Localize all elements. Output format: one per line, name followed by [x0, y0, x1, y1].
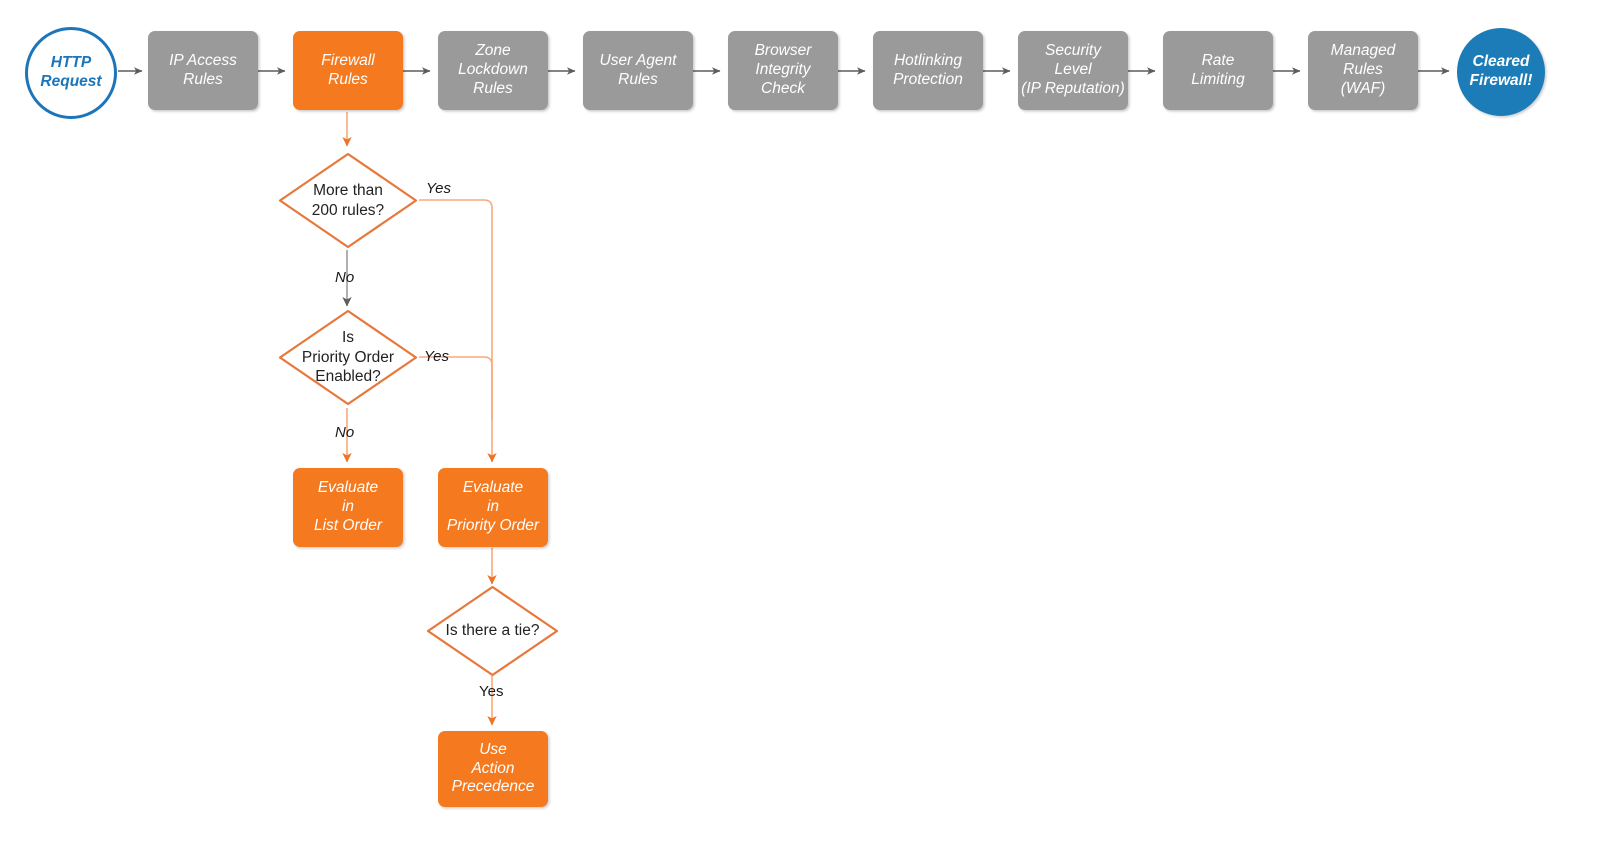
diamond-shape — [426, 585, 559, 677]
decision-1-yes-label: Yes — [426, 180, 452, 197]
user-agent-rules-node[interactable]: User Agent Rules — [583, 31, 693, 110]
evaluate-in-priority-order-label: Evaluate in Priority Order — [446, 479, 540, 534]
decision-is-priority-order-enabled[interactable]: Is Priority Order Enabled? — [278, 309, 418, 406]
firewall-rules-label: Firewall Rules — [321, 51, 375, 88]
evaluate-in-list-order-node[interactable]: Evaluate in List Order — [293, 468, 403, 547]
use-action-precedence-node[interactable]: Use Action Precedence — [438, 731, 548, 807]
browser-integrity-check-node[interactable]: Browser Integrity Check — [728, 31, 838, 110]
decision-is-there-a-tie[interactable]: Is there a tie? — [426, 585, 559, 677]
http-request-label: HTTP Request — [40, 54, 102, 90]
managed-rules-waf-label: Managed Rules (WAF) — [1330, 42, 1396, 97]
diamond-shape — [278, 309, 418, 406]
http-request-node[interactable]: HTTP Request — [25, 27, 117, 119]
firewall-rules-node[interactable]: Firewall Rules — [293, 31, 403, 110]
managed-rules-waf-node[interactable]: Managed Rules (WAF) — [1308, 31, 1418, 110]
decision-1-no-label: No — [335, 269, 355, 286]
cleared-firewall-label: Cleared Firewall! — [1469, 53, 1533, 89]
cleared-firewall-node[interactable]: Cleared Firewall! — [1457, 28, 1545, 116]
decision-more-than-200-rules[interactable]: More than 200 rules? — [278, 152, 418, 249]
browser-integrity-check-label: Browser Integrity Check — [754, 42, 812, 97]
zone-lockdown-rules-label: Zone Lockdown Rules — [458, 42, 528, 97]
decision-3-yes-label: Yes — [479, 683, 504, 700]
security-level-label: Security Level (IP Reputation) — [1021, 42, 1125, 97]
evaluate-in-list-order-label: Evaluate in List Order — [313, 479, 383, 534]
edge-decision2-yes — [419, 356, 493, 420]
use-action-precedence-label: Use Action Precedence — [451, 740, 535, 796]
user-agent-rules-label: User Agent Rules — [599, 51, 677, 88]
zone-lockdown-rules-node[interactable]: Zone Lockdown Rules — [438, 31, 548, 110]
ip-access-rules-node[interactable]: IP Access Rules — [148, 31, 258, 110]
rate-limiting-label: Rate Limiting — [1191, 51, 1245, 88]
decision-2-yes-label: Yes — [424, 348, 450, 365]
evaluate-in-priority-order-node[interactable]: Evaluate in Priority Order — [438, 468, 548, 547]
decision-2-no-label: No — [335, 424, 355, 441]
edge-decision1-yes — [419, 199, 497, 463]
security-level-node[interactable]: Security Level (IP Reputation) — [1018, 31, 1128, 110]
rate-limiting-node[interactable]: Rate Limiting — [1163, 31, 1273, 110]
diamond-shape — [278, 152, 418, 249]
ip-access-rules-label: IP Access Rules — [169, 51, 237, 88]
hotlinking-protection-label: Hotlinking Protection — [893, 51, 963, 88]
hotlinking-protection-node[interactable]: Hotlinking Protection — [873, 31, 983, 110]
